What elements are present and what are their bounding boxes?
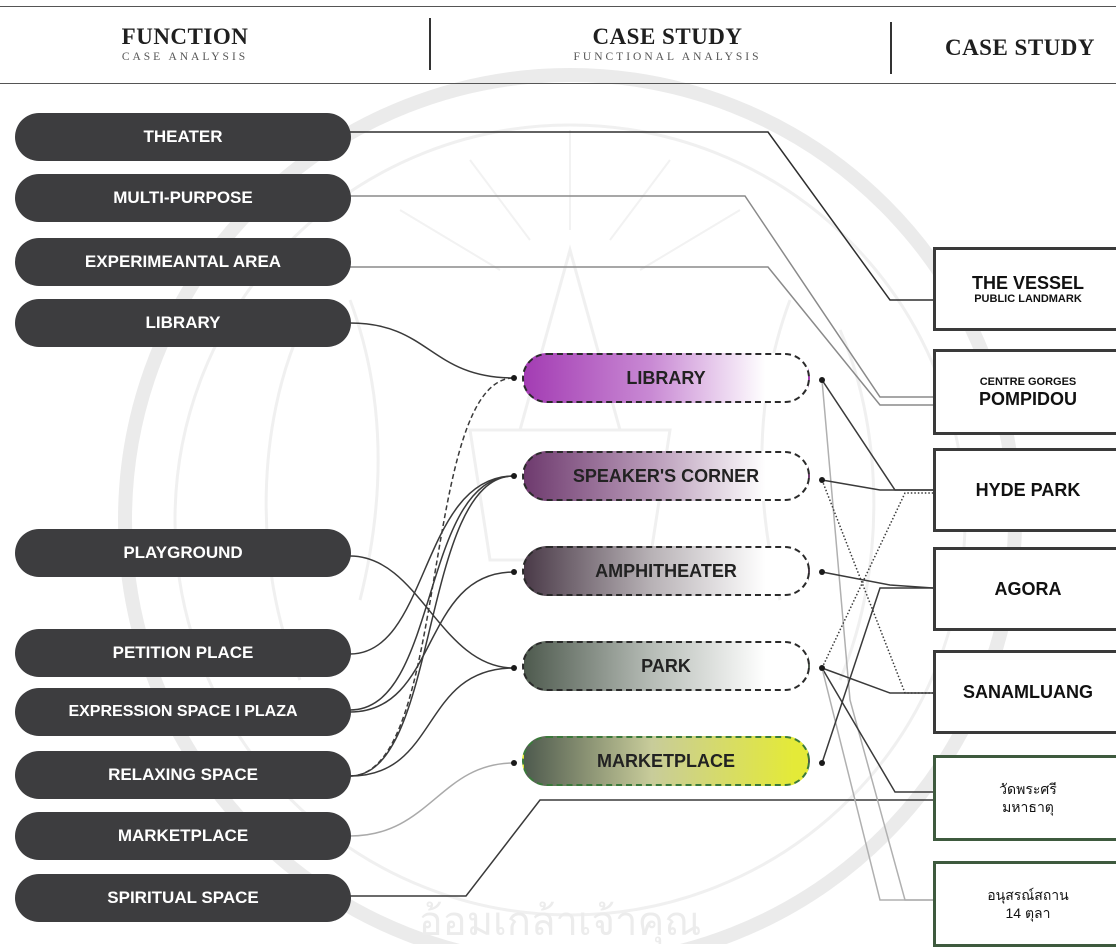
function-library: LIBRARY xyxy=(15,299,351,347)
header-rule xyxy=(0,83,1116,84)
header-case-study: CASE STUDY xyxy=(930,35,1110,61)
case-sanamluang: SANAMLUANG xyxy=(933,650,1116,734)
case-monument-line2: 14 ตุลา xyxy=(1005,905,1051,921)
header-divider xyxy=(429,18,431,70)
function-theater: THEATER xyxy=(15,113,351,161)
function-playground: PLAYGROUND xyxy=(15,529,351,577)
case-monument-line1: อนุสรณ์สถาน xyxy=(987,887,1069,903)
function-multi-purpose: MULTI-PURPOSE xyxy=(15,174,351,222)
case-hyde-park-title: HYDE PARK xyxy=(975,480,1081,500)
header-case-study-title: CASE STUDY xyxy=(592,24,743,49)
case-wat-line2: มหาธาตุ xyxy=(1002,799,1054,815)
case-pompidou-title: POMPIDOU xyxy=(978,388,1077,409)
case-hyde-park: HYDE PARK xyxy=(933,448,1116,532)
svg-text:อ้อมเกล้าเจ้าคุณ: อ้อมเกล้าเจ้าคุณ xyxy=(419,899,702,944)
header-function-subtitle: CASE ANALYSIS xyxy=(121,51,249,63)
category-amphitheater: AMPHITHEATER xyxy=(522,546,810,596)
header-case-study-functional: CASE STUDY FUNCTIONAL ANALYSIS xyxy=(540,24,795,64)
case-the-vessel-title: THE VESSEL xyxy=(971,272,1085,293)
category-library: LIBRARY xyxy=(522,353,810,403)
case-agora-title: AGORA xyxy=(994,579,1062,599)
case-the-vessel-subtitle: PUBLIC LANDMARK xyxy=(974,292,1082,305)
header-function-title: FUNCTION xyxy=(121,24,249,49)
case-the-vessel: THE VESSEL PUBLIC LANDMARK xyxy=(933,247,1116,331)
function-relaxing-space: RELAXING SPACE xyxy=(15,751,351,799)
category-marketplace: MARKETPLACE xyxy=(522,736,810,786)
case-pompidou: CENTRE GORGES POMPIDOU xyxy=(933,349,1116,435)
function-marketplace: MARKETPLACE xyxy=(15,812,351,860)
category-park: PARK xyxy=(522,641,810,691)
case-wat-line1: วัดพระศรี xyxy=(999,781,1057,797)
header-case-study-subtitle: FUNCTIONAL ANALYSIS xyxy=(573,51,762,63)
function-expression-space-plaza: EXPRESSION SPACE I PLAZA xyxy=(15,688,351,736)
header-divider xyxy=(890,22,892,74)
top-rule xyxy=(0,6,1116,7)
case-pompidou-small: CENTRE GORGES xyxy=(979,375,1077,388)
case-wat-mahathat: วัดพระศรี มหาธาตุ xyxy=(933,755,1116,841)
category-speakers-corner: SPEAKER'S CORNER xyxy=(522,451,810,501)
case-sanamluang-title: SANAMLUANG xyxy=(963,682,1093,702)
case-agora: AGORA xyxy=(933,547,1116,631)
header-function: FUNCTION CASE ANALYSIS xyxy=(95,24,275,64)
case-14-october-monument: อนุสรณ์สถาน 14 ตุลา xyxy=(933,861,1116,947)
function-spiritual-space: SPIRITUAL SPACE xyxy=(15,874,351,922)
header-case-study-title-right: CASE STUDY xyxy=(944,35,1096,60)
function-petition-place: PETITION PLACE xyxy=(15,629,351,677)
function-experimental-area: EXPERIMEANTAL AREA xyxy=(15,238,351,286)
